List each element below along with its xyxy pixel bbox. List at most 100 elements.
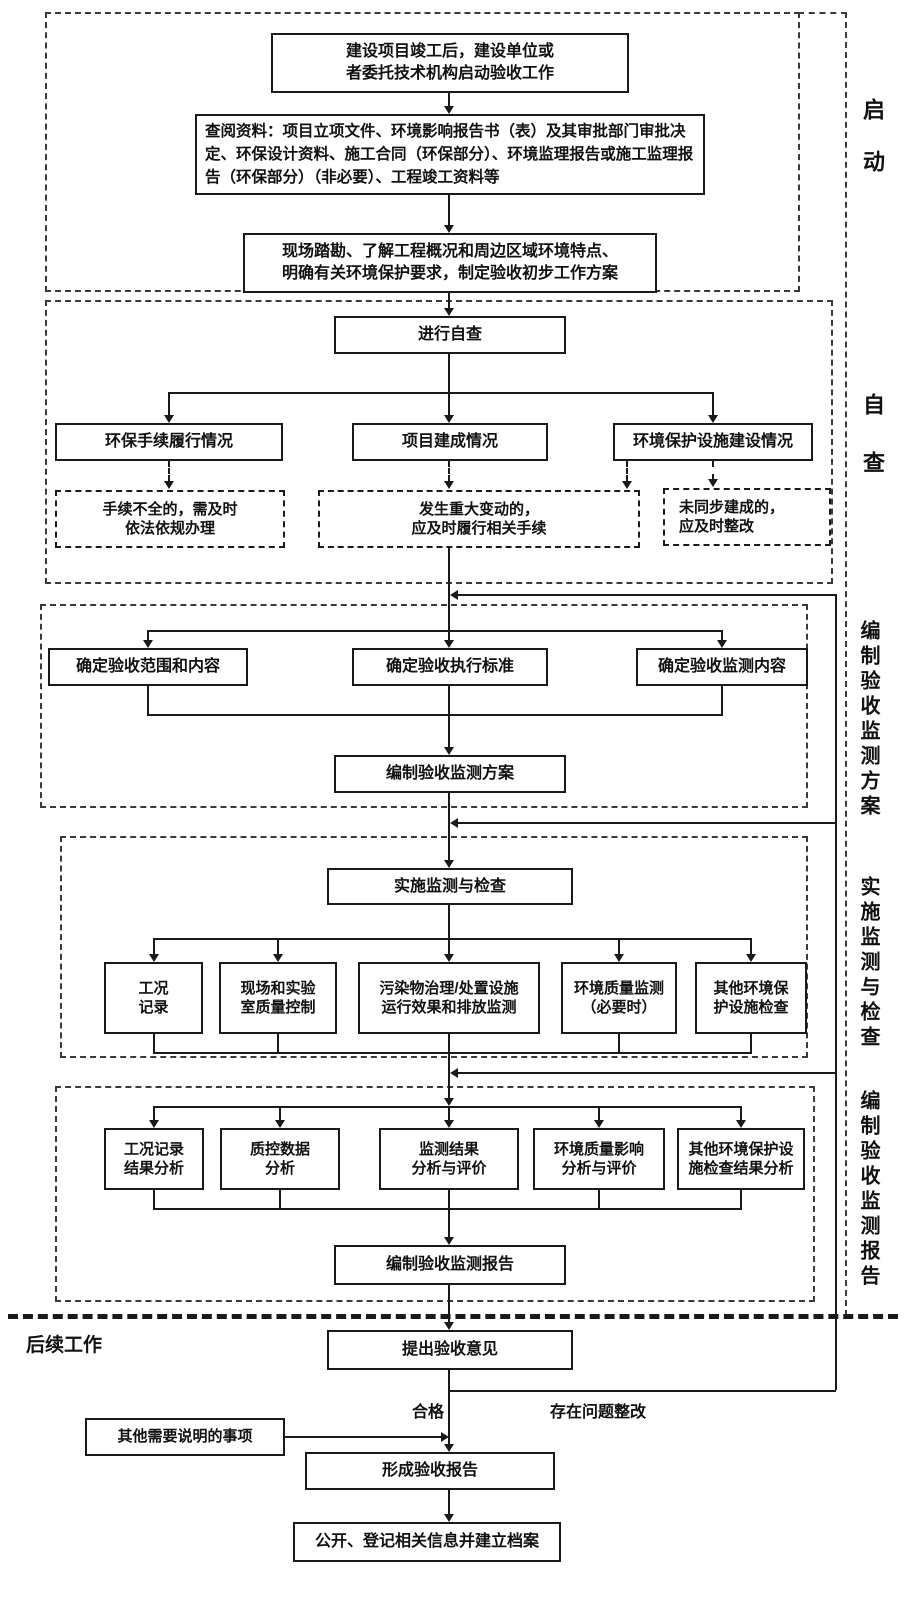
connector-dashed bbox=[448, 461, 450, 481]
connector bbox=[448, 622, 450, 640]
flow-box-procedures: 环保手续履行情况 bbox=[55, 423, 283, 461]
side-label-monitor: 实施监测与检查 bbox=[857, 876, 879, 1051]
connector bbox=[448, 686, 450, 714]
connector bbox=[448, 1285, 450, 1322]
connector bbox=[153, 1052, 752, 1054]
connector bbox=[153, 1034, 155, 1052]
connector bbox=[147, 630, 149, 640]
arrow-down-icon bbox=[444, 415, 454, 423]
connector bbox=[153, 938, 752, 940]
connector bbox=[618, 938, 620, 954]
connector bbox=[448, 392, 450, 415]
arrow-down-icon bbox=[717, 640, 727, 648]
connector bbox=[279, 1106, 281, 1120]
connector bbox=[448, 1490, 450, 1514]
arrow-down-icon bbox=[444, 1120, 454, 1128]
flow-box-other-analysis: 其他环境保护设 施检查结果分析 bbox=[677, 1128, 805, 1190]
arrow-down-icon bbox=[444, 1237, 454, 1245]
connector bbox=[147, 630, 723, 632]
arrow-down-icon bbox=[444, 1098, 454, 1106]
connector bbox=[721, 686, 723, 714]
connector bbox=[750, 1034, 752, 1052]
connector bbox=[279, 1190, 281, 1208]
connector bbox=[153, 1106, 742, 1108]
arrow-down-icon bbox=[149, 954, 159, 962]
feedback-line-horizontal bbox=[458, 822, 836, 824]
flow-box-commission: 建设项目竣工后，建设单位或 者委托技术机构启动验收工作 bbox=[271, 33, 629, 93]
arrow-down-icon bbox=[444, 225, 454, 233]
arrow-left-icon bbox=[450, 590, 458, 600]
section-frame-report bbox=[55, 1086, 815, 1302]
arrow-down-icon bbox=[275, 1120, 285, 1128]
connector bbox=[598, 1190, 600, 1208]
flow-box-pollutant: 污染物治理/处置设施 运行效果和排放监测 bbox=[358, 962, 540, 1034]
flow-box-site-survey: 现场踏勘、了解工程概况和周边区域环境特点、 明确有关环境保护要求，制定验收初步工… bbox=[243, 233, 657, 293]
connector bbox=[448, 293, 450, 308]
connector-dashed bbox=[626, 461, 628, 481]
connector bbox=[448, 1370, 450, 1444]
arrow-down-icon bbox=[444, 481, 454, 489]
flow-box-completion: 项目建成情况 bbox=[352, 423, 548, 461]
connector bbox=[448, 1106, 450, 1120]
side-label-start: 启动 bbox=[860, 98, 885, 202]
arrow-down-icon bbox=[143, 640, 153, 648]
arrow-down-icon bbox=[614, 954, 624, 962]
connector bbox=[277, 1034, 279, 1052]
connector bbox=[147, 686, 149, 714]
flow-box-compile-report: 编制验收监测报告 bbox=[334, 1245, 566, 1285]
flow-box-scope: 确定验收范围和内容 bbox=[48, 648, 248, 686]
side-label-follow-up: 后续工作 bbox=[26, 1335, 103, 1356]
connector bbox=[448, 714, 450, 747]
arrow-down-icon bbox=[444, 640, 454, 648]
phase-divider bbox=[8, 1314, 898, 1319]
flow-box-condition-record: 工况 记录 bbox=[104, 962, 203, 1034]
connector-dashed bbox=[168, 461, 170, 481]
flow-box-qc-analysis: 质控数据 分析 bbox=[220, 1128, 340, 1190]
flow-box-implement: 实施监测与检查 bbox=[327, 868, 573, 905]
arrow-down-icon bbox=[444, 1514, 454, 1522]
connector bbox=[168, 392, 170, 415]
arrow-down-icon bbox=[736, 1120, 746, 1128]
flow-box-facilities-remedy: 未同步建成的， 应及时整改 bbox=[663, 488, 831, 546]
rectify-label: 存在问题整改 bbox=[550, 1404, 647, 1421]
arrow-down-icon bbox=[594, 1120, 604, 1128]
arrow-left-icon bbox=[450, 818, 458, 828]
flow-box-condition-analysis: 工况记录 结果分析 bbox=[104, 1128, 204, 1190]
label-column-top-connector bbox=[798, 12, 847, 14]
arrow-down-icon bbox=[622, 481, 632, 489]
arrow-down-icon bbox=[444, 1444, 454, 1452]
connector bbox=[448, 1208, 450, 1237]
arrow-down-icon bbox=[444, 860, 454, 868]
connector bbox=[448, 1052, 450, 1098]
arrow-right-icon bbox=[441, 1432, 449, 1442]
connector bbox=[153, 1106, 155, 1120]
side-label-report: 编制验收监测报告 bbox=[857, 1090, 879, 1290]
connector bbox=[448, 1034, 450, 1052]
connector bbox=[285, 1436, 441, 1438]
connector bbox=[153, 938, 155, 954]
connector bbox=[721, 630, 723, 640]
connector bbox=[448, 93, 450, 106]
arrow-down-icon bbox=[164, 415, 174, 423]
feedback-line-vertical bbox=[835, 594, 837, 1390]
connector bbox=[168, 392, 714, 394]
label-column-divider bbox=[845, 12, 847, 1316]
flow-box-form-report: 形成验收报告 bbox=[305, 1452, 555, 1490]
flow-box-impact-analysis: 环境质量影响 分析与评价 bbox=[533, 1128, 665, 1190]
section-frame-plan bbox=[40, 604, 808, 808]
section-frame-self-check bbox=[45, 300, 833, 584]
arrow-down-icon bbox=[746, 954, 756, 962]
arrow-down-icon bbox=[149, 1120, 159, 1128]
arrow-down-icon bbox=[164, 481, 174, 489]
connector bbox=[153, 1208, 742, 1210]
connector bbox=[448, 938, 450, 954]
arrow-down-icon bbox=[444, 1322, 454, 1330]
connector bbox=[153, 1190, 155, 1208]
flow-box-review-docs: 查阅资料：项目立项文件、环境影响报告书（表）及其审批部门审批决定、环保设计资料、… bbox=[195, 114, 705, 195]
flow-box-procedures-remedy: 手续不全的，需及时 依法依规办理 bbox=[55, 490, 285, 548]
flow-box-other-notes: 其他需要说明的事项 bbox=[85, 1418, 285, 1456]
flow-box-archive: 公开、登记相关信息并建立档案 bbox=[293, 1522, 561, 1562]
connector bbox=[740, 1190, 742, 1208]
arrow-down-icon bbox=[708, 479, 718, 487]
